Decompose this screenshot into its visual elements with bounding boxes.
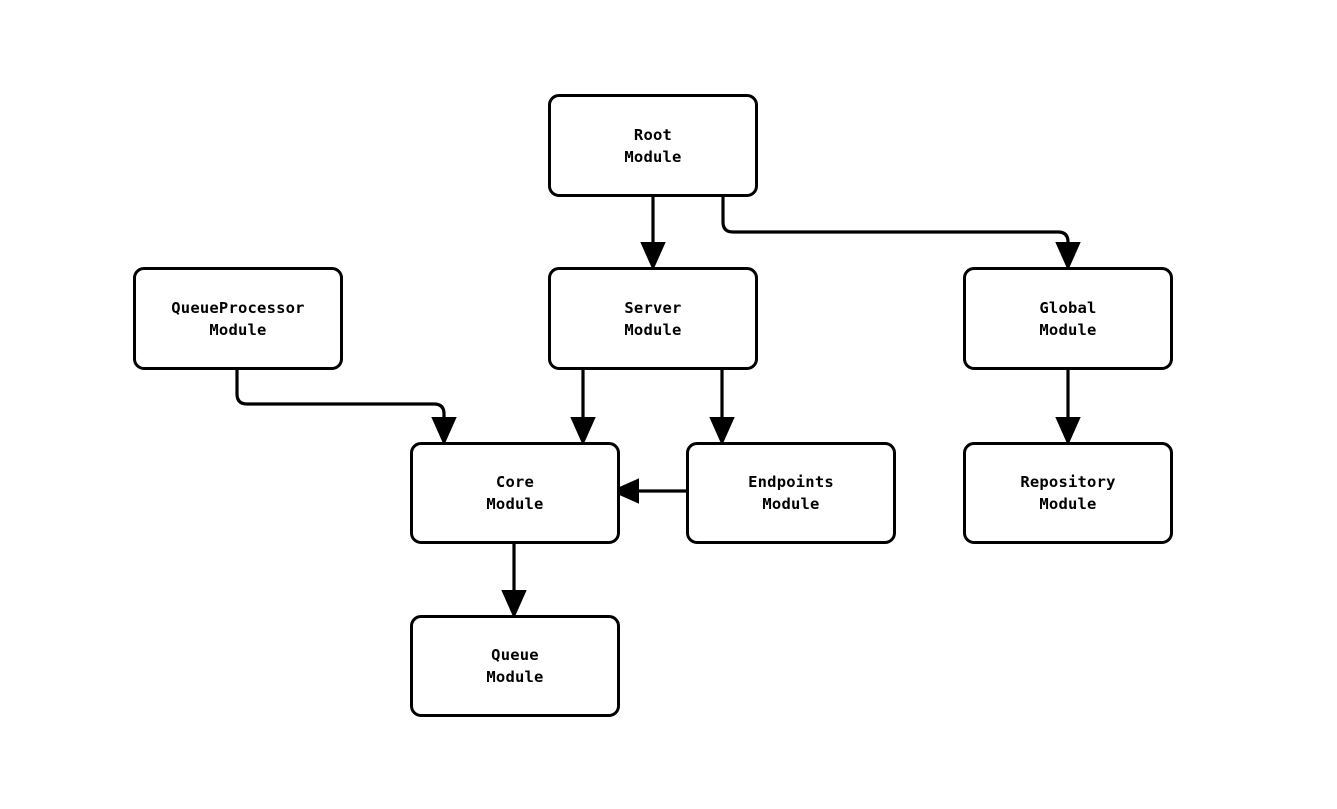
node-core-module[interactable]: Core Module	[410, 442, 620, 544]
node-root-module[interactable]: Root Module	[548, 94, 758, 197]
edge-root-to-global	[721, 197, 1081, 271]
node-global-module[interactable]: Global Module	[963, 267, 1173, 370]
node-repository-module[interactable]: Repository Module	[963, 442, 1173, 544]
node-queue-module[interactable]: Queue Module	[410, 615, 620, 717]
node-server-module[interactable]: Server Module	[548, 267, 758, 370]
edge-queueprocessor-to-core	[235, 370, 457, 446]
node-queueprocessor-module[interactable]: QueueProcessor Module	[133, 267, 343, 370]
node-global-module-label: Global Module	[1039, 298, 1097, 339]
node-server-module-label: Server Module	[624, 298, 682, 339]
node-repository-module-label: Repository Module	[1020, 473, 1116, 513]
node-endpoints-module[interactable]: Endpoints Module	[686, 442, 896, 544]
node-root-module-label: Root Module	[624, 125, 682, 166]
node-endpoints-module-label: Endpoints Module	[748, 473, 834, 513]
node-queueprocessor-module-label: QueueProcessor Module	[171, 298, 305, 339]
node-queue-module-label: Queue Module	[486, 646, 544, 686]
node-core-module-label: Core Module	[486, 473, 544, 513]
